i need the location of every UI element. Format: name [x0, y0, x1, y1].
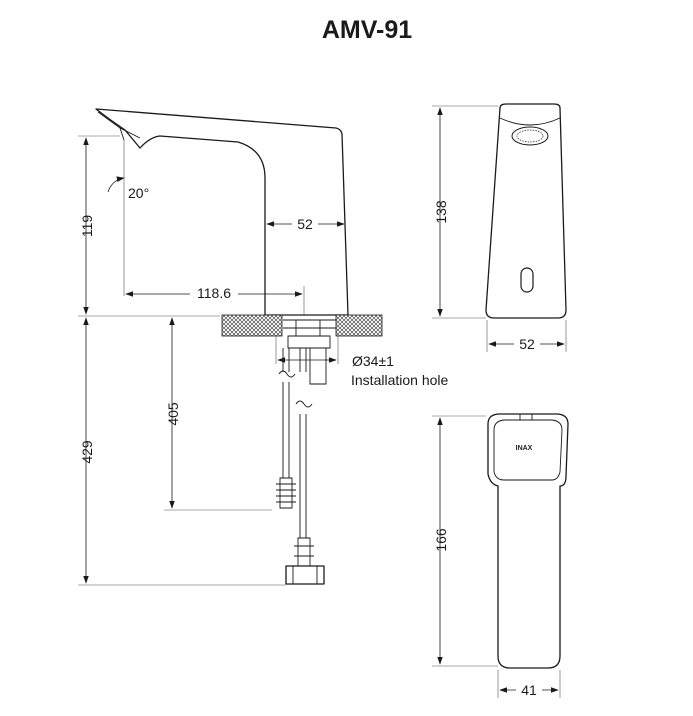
- aerator-housing: [499, 117, 561, 126]
- spout-nozzle: [119, 127, 125, 141]
- top-view-inner-line: [493, 419, 563, 481]
- hose-break-1: [278, 370, 296, 378]
- hose-length-label: 405: [165, 402, 181, 426]
- angle-arc: [107, 176, 125, 193]
- sensor-window: [520, 267, 534, 293]
- side-view: 20° 119 118.6 52 405 429 Ø34±1 Installat…: [78, 108, 449, 586]
- body-width-label: 52: [519, 336, 535, 352]
- supply-nut-detail: [292, 566, 318, 584]
- aerator-mesh: [516, 129, 544, 143]
- supply-nut: [285, 565, 325, 585]
- faucet-front-outline: [485, 103, 567, 319]
- body-height-label: 138: [433, 200, 449, 224]
- faucet-side-outline: [95, 108, 349, 316]
- total-length-label: 429: [79, 440, 95, 464]
- cable-connector: [276, 477, 296, 509]
- angle-label: 20°: [128, 185, 149, 201]
- spout-height-label: 119: [79, 215, 95, 238]
- supply-coupling: [294, 537, 314, 567]
- hose-break-2: [295, 400, 313, 408]
- mounting-nut: [287, 335, 331, 349]
- aerator: [511, 126, 549, 146]
- front-view: 138 52: [432, 103, 567, 352]
- installation-hole-note: Installation hole: [351, 372, 449, 388]
- faucet-top-outline: [487, 413, 569, 669]
- drawing-title: AMV-91: [322, 16, 412, 44]
- hose-left: [282, 348, 290, 478]
- spout-reach-label: 118.6: [197, 285, 231, 301]
- counter-slab-right: [335, 314, 383, 337]
- mounting-shank: [283, 319, 336, 336]
- top-view: INAX 166 41: [432, 413, 569, 698]
- threaded-stud: [309, 348, 327, 385]
- top-view-edge: [519, 414, 533, 420]
- spout-offset-label: 52: [297, 216, 313, 232]
- top-length-label: 166: [433, 528, 449, 552]
- hole-diameter-label: Ø34±1: [352, 353, 394, 369]
- top-width-label: 41: [521, 682, 537, 698]
- brand-logo: INAX: [516, 445, 533, 452]
- hose-right: [299, 348, 307, 538]
- counter-slab-left: [221, 314, 283, 337]
